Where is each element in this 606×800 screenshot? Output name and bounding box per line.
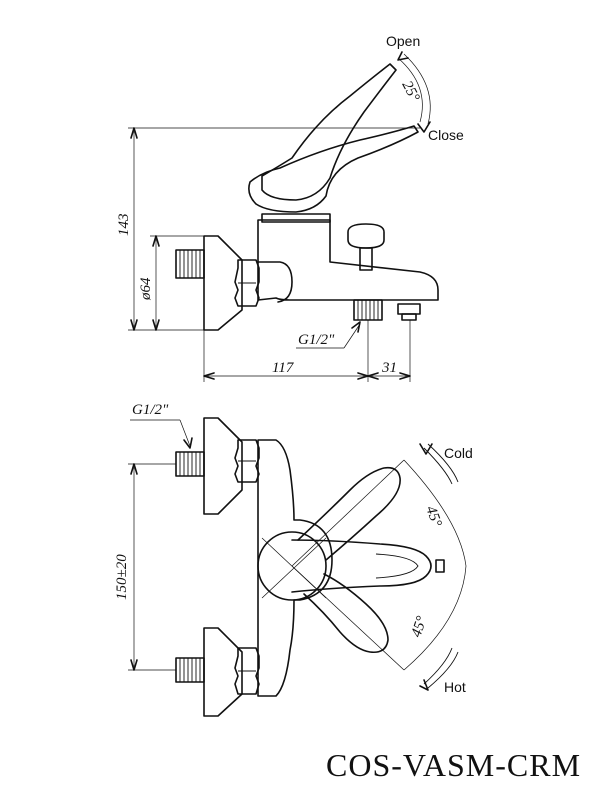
open-label: Open bbox=[386, 33, 420, 49]
side-thread-label: G1/2" bbox=[298, 332, 335, 348]
cold-hot-rotation-indicator bbox=[291, 443, 467, 691]
height-dimension: 143 bbox=[116, 214, 132, 237]
top-view bbox=[175, 417, 445, 717]
cold-label: Cold bbox=[444, 445, 473, 461]
lever-rotation-indicator bbox=[397, 51, 431, 133]
top-dimension-lines bbox=[128, 419, 193, 671]
close-label: Close bbox=[428, 127, 464, 143]
top-thread-label: G1/2" bbox=[132, 402, 169, 418]
diameter-dimension: ø64 bbox=[138, 277, 154, 301]
cold-angle-label: 45° bbox=[422, 504, 444, 529]
hot-angle-label: 45° bbox=[409, 614, 431, 639]
hot-label: Hot bbox=[444, 679, 466, 695]
lever-angle-label: 25° bbox=[398, 78, 422, 104]
length-dimension: 117 bbox=[272, 360, 295, 376]
centers-dimension: 150±20 bbox=[114, 554, 130, 600]
spout-offset-dimension: 31 bbox=[381, 360, 397, 376]
model-code: COS-VASM-CRM bbox=[326, 747, 581, 783]
side-dimension-lines bbox=[128, 127, 420, 382]
side-view bbox=[175, 63, 439, 331]
